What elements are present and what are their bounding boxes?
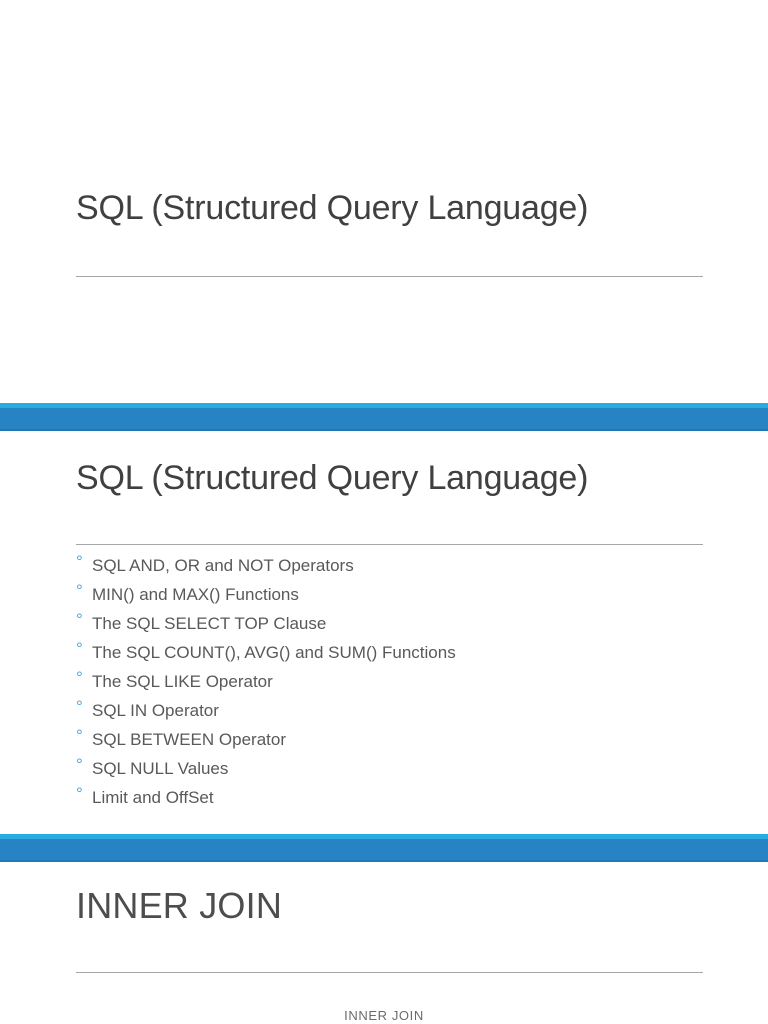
slide-panel-2: SQL (Structured Query Language) ° SQL AN… bbox=[0, 431, 768, 834]
slide-subtext: INNER JOIN bbox=[344, 1008, 424, 1023]
list-item-label: Limit and OffSet bbox=[92, 788, 214, 807]
list-item: ° MIN() and MAX() Functions bbox=[76, 580, 704, 609]
list-item-label: SQL BETWEEN Operator bbox=[92, 730, 286, 749]
list-item-label: The SQL COUNT(), AVG() and SUM() Functio… bbox=[92, 643, 456, 662]
bullet-circle-icon: ° bbox=[76, 668, 83, 687]
bullet-circle-icon: ° bbox=[76, 755, 83, 774]
list-item-label: The SQL SELECT TOP Clause bbox=[92, 614, 327, 633]
list-item-label: SQL NULL Values bbox=[92, 759, 229, 778]
page-title: SQL (Structured Query Language) bbox=[76, 459, 589, 497]
list-item: ° Limit and OffSet bbox=[76, 783, 704, 812]
slide-panel-1: SQL (Structured Query Language) bbox=[0, 0, 768, 403]
list-item: ° The SQL SELECT TOP Clause bbox=[76, 609, 704, 638]
list-item-label: SQL AND, OR and NOT Operators bbox=[92, 556, 354, 575]
list-item: ° SQL AND, OR and NOT Operators bbox=[76, 551, 704, 580]
bullet-circle-icon: ° bbox=[76, 726, 83, 745]
bullet-circle-icon: ° bbox=[76, 610, 83, 629]
bullet-circle-icon: ° bbox=[76, 784, 83, 803]
bullet-circle-icon: ° bbox=[76, 581, 83, 600]
bullet-circle-icon: ° bbox=[76, 697, 83, 716]
sql-topics-list: ° SQL AND, OR and NOT Operators ° MIN() … bbox=[76, 551, 704, 812]
slide-divider-bar bbox=[0, 834, 768, 862]
slide-panel-3: INNER JOIN INNER JOIN bbox=[0, 862, 768, 1024]
page-title: INNER JOIN bbox=[76, 885, 283, 926]
slide-divider-bar bbox=[0, 403, 768, 431]
bullet-circle-icon: ° bbox=[76, 552, 83, 571]
list-item-label: SQL IN Operator bbox=[92, 701, 219, 720]
page-title: SQL (Structured Query Language) bbox=[76, 189, 589, 227]
title-underline-rule bbox=[76, 972, 703, 973]
bullet-circle-icon: ° bbox=[76, 639, 83, 658]
list-item: ° SQL NULL Values bbox=[76, 754, 704, 783]
list-item: ° SQL BETWEEN Operator bbox=[76, 725, 704, 754]
title-underline-rule bbox=[76, 276, 703, 277]
list-item-label: MIN() and MAX() Functions bbox=[92, 585, 299, 604]
list-item: ° SQL IN Operator bbox=[76, 696, 704, 725]
list-item-label: The SQL LIKE Operator bbox=[92, 672, 273, 691]
title-underline-rule bbox=[76, 544, 703, 545]
list-item: ° The SQL LIKE Operator bbox=[76, 667, 704, 696]
list-item: ° The SQL COUNT(), AVG() and SUM() Funct… bbox=[76, 638, 704, 667]
